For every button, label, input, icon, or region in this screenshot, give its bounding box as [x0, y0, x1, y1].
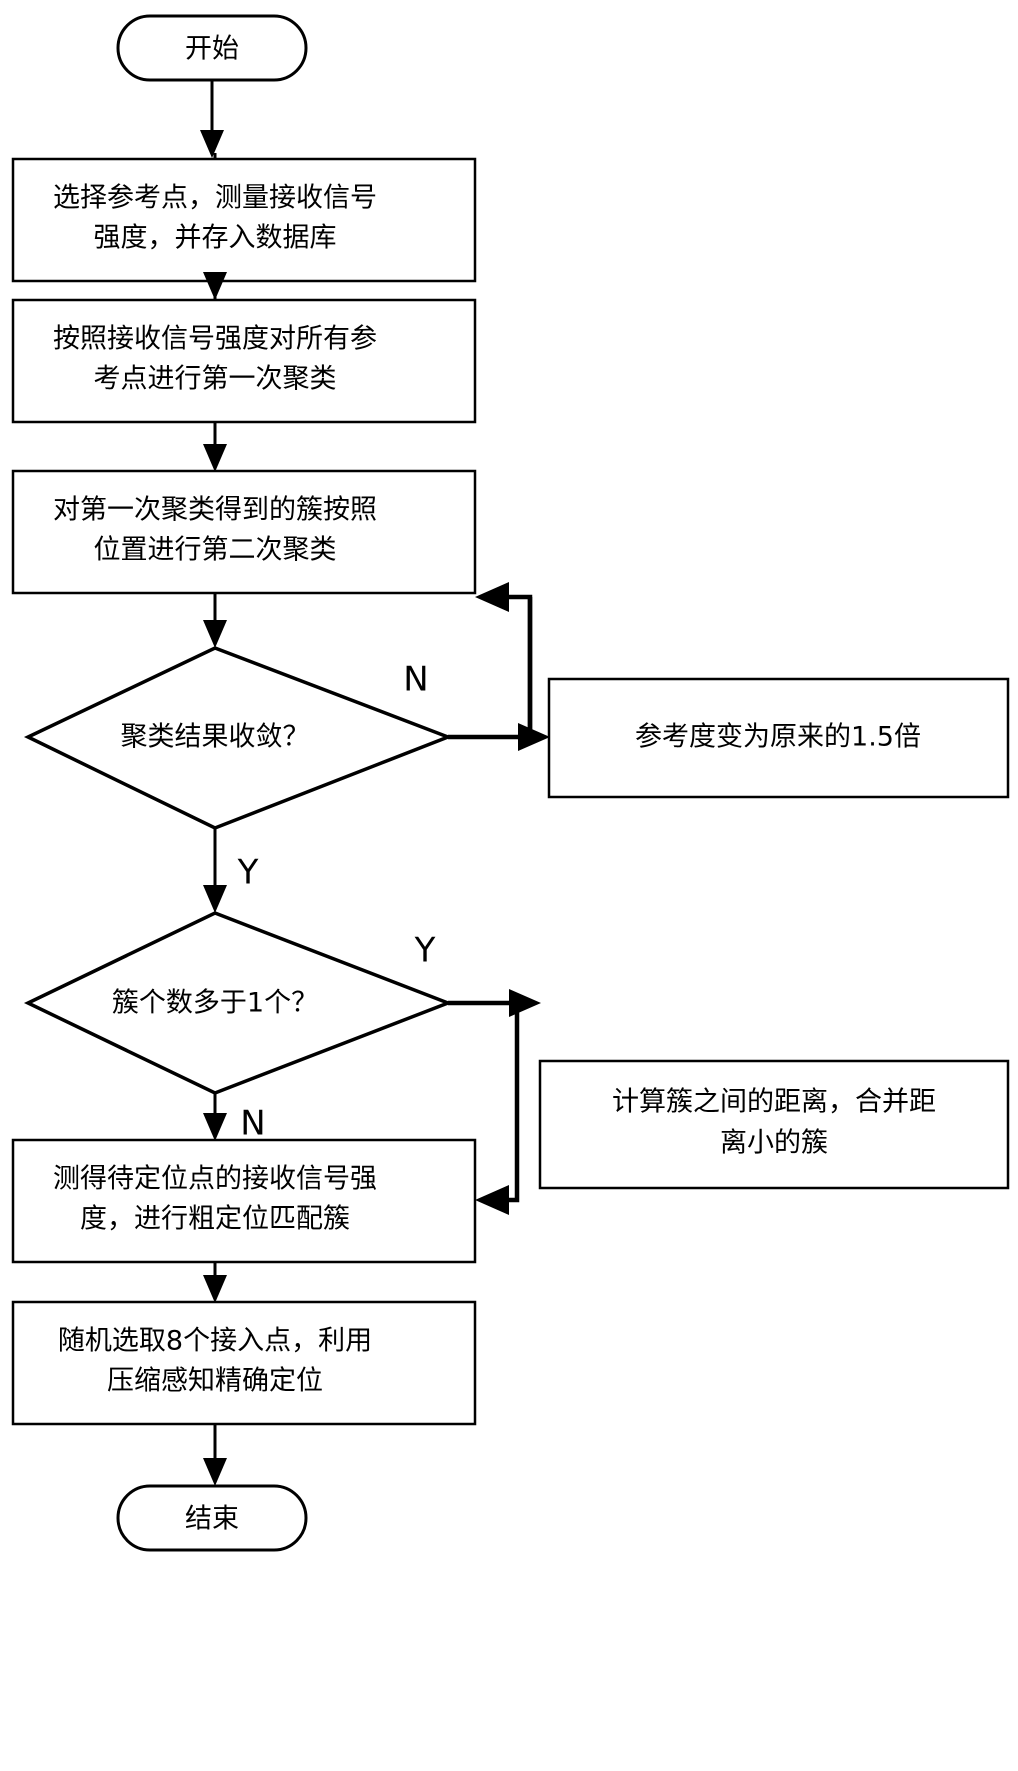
end-terminator-shape — [116, 1484, 308, 1552]
step-increase-pref-line1: 参考度变为原来的1.5倍 — [635, 722, 921, 753]
step-fine-line2: 压缩感知精确定位 — [107, 1366, 323, 1397]
step-merge-line1: 计算簇之间的距离，合并距 — [612, 1087, 936, 1118]
edge-cluster1-to-cluster2 — [203, 422, 227, 472]
node-end[interactable]: 结束 — [116, 1484, 308, 1552]
edge-coarse-to-fine — [203, 1262, 227, 1303]
node-decision-converge[interactable]: 聚类结果收敛？ — [23, 646, 453, 830]
end-label: 结束 — [185, 1504, 239, 1535]
node-step-cluster1[interactable]: 按照接收信号强度对所有参 考点进行第一次聚类 — [11, 298, 477, 424]
step-fine-line1: 随机选取8个接入点，利用 — [58, 1326, 372, 1357]
step-merge-line2: 离小的簇 — [720, 1128, 828, 1159]
edge-decision2-no: N — [203, 1093, 266, 1144]
edge-cluster2-to-decision1 — [203, 593, 227, 648]
edge-label-count-yes: Y — [414, 931, 436, 971]
edge-start-to-collect — [200, 80, 224, 158]
step-collect-line2: 强度，并存入数据库 — [94, 223, 337, 254]
decision-converge-label: 聚类结果收敛？ — [121, 722, 310, 753]
node-step-coarse[interactable]: 测得待定位点的接收信号强 度，进行粗定位匹配簇 — [11, 1138, 477, 1264]
step-collect-shape — [11, 157, 477, 283]
start-label: 开始 — [185, 34, 239, 65]
edge-decision1-yes: Y — [203, 828, 259, 913]
decision-cluster-count-label: 簇个数多于1个？ — [112, 988, 318, 1019]
node-decision-cluster-count[interactable]: 簇个数多于1个？ — [23, 911, 453, 1095]
step-cluster1-line1: 按照接收信号强度对所有参 — [53, 324, 377, 355]
step-cluster1-line2: 考点进行第一次聚类 — [94, 364, 337, 395]
node-start[interactable]: 开始 — [116, 14, 308, 82]
edge-merge-to-coarse — [475, 1003, 520, 1215]
step-increase-pref-shape — [547, 677, 1010, 799]
edge-label-converge-no: N — [403, 660, 428, 700]
edge-label-count-no: N — [240, 1104, 265, 1144]
node-step-merge[interactable]: 计算簇之间的距离，合并距 离小的簇 — [538, 1059, 1010, 1190]
step-cluster1-shape — [11, 298, 477, 424]
step-cluster2-shape — [11, 469, 477, 595]
step-coarse-line2: 度，进行粗定位匹配簇 — [80, 1204, 350, 1235]
edge-feedback-to-cluster2 — [475, 582, 533, 737]
step-cluster2-line2: 位置进行第二次聚类 — [94, 535, 337, 566]
edge-fine-to-end — [203, 1424, 227, 1486]
node-step-cluster2[interactable]: 对第一次聚类得到的簇按照 位置进行第二次聚类 — [11, 469, 477, 595]
step-collect-line1: 选择参考点，测量接收信号 — [53, 183, 377, 214]
step-merge-shape — [538, 1059, 1010, 1190]
step-coarse-line1: 测得待定位点的接收信号强 — [53, 1164, 377, 1195]
node-step-fine[interactable]: 随机选取8个接入点，利用 压缩感知精确定位 — [11, 1300, 477, 1426]
step-cluster2-line1: 对第一次聚类得到的簇按照 — [53, 495, 377, 526]
node-step-collect[interactable]: 选择参考点，测量接收信号 强度，并存入数据库 — [11, 157, 477, 283]
step-fine-shape — [11, 1300, 477, 1426]
node-step-increase-pref[interactable]: 参考度变为原来的1.5倍 — [547, 677, 1010, 799]
step-coarse-shape — [11, 1138, 477, 1264]
edge-decision1-no: N — [403, 660, 550, 751]
arrow-into-cluster1 — [203, 272, 227, 300]
edge-label-converge-yes: Y — [237, 853, 259, 893]
